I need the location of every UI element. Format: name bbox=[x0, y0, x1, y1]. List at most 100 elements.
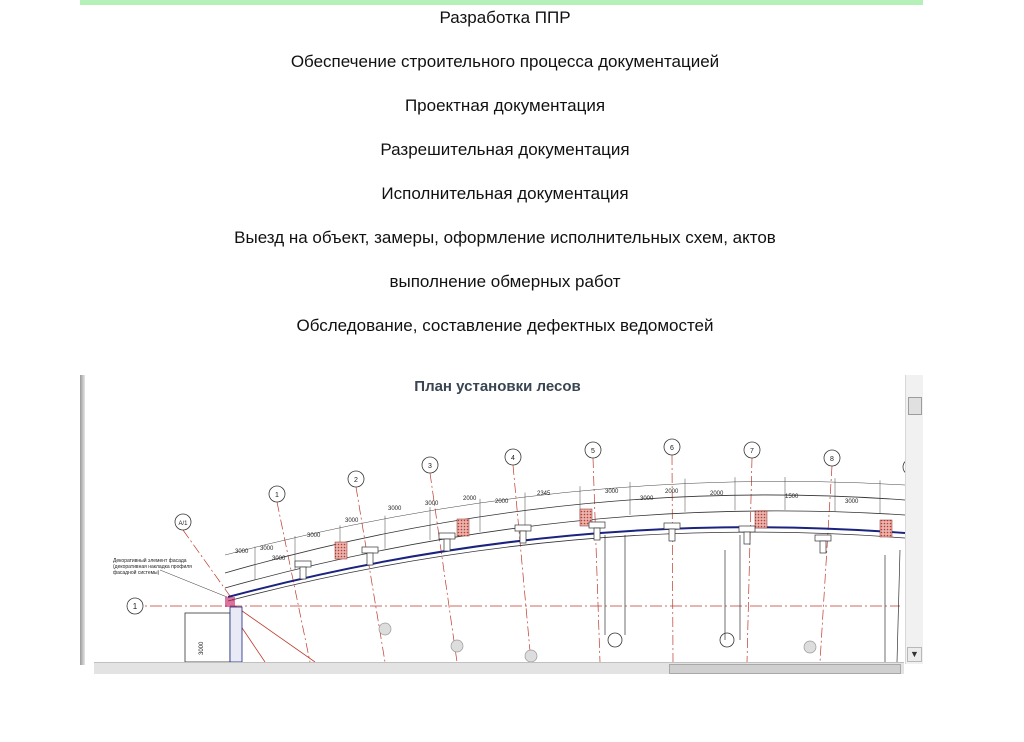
service-item[interactable]: Обеспечение строительного процесса докум… bbox=[290, 52, 720, 71]
axis-marker bbox=[504, 448, 522, 466]
anchor-stem bbox=[743, 531, 751, 545]
stair-block bbox=[184, 612, 231, 662]
column-circle bbox=[378, 622, 392, 636]
scaffold-outer-edge bbox=[224, 494, 905, 574]
service-item[interactable]: Исполнительная документация bbox=[381, 184, 629, 203]
axis-marker-partial bbox=[902, 461, 905, 473]
service-item[interactable]: выполнение обмерных работ bbox=[389, 272, 621, 291]
callout-text: (декоративная накладка профиля bbox=[113, 564, 192, 570]
facade-line bbox=[227, 526, 905, 598]
anchor-plate bbox=[738, 525, 756, 533]
axis-marker bbox=[347, 470, 365, 488]
radial-axis-line bbox=[512, 464, 532, 662]
scaffold-inner-edge bbox=[224, 510, 905, 589]
radial-axis-line bbox=[592, 457, 601, 662]
vertical-scroll-thumb[interactable] bbox=[908, 397, 922, 415]
dimension-label: 2000 bbox=[665, 489, 679, 495]
dimension-label: 2000 bbox=[463, 496, 477, 502]
horizontal-scrollbar[interactable] bbox=[94, 662, 904, 674]
callout-text: фасадной системы) bbox=[113, 569, 160, 576]
dimension-label: 3000 bbox=[640, 496, 654, 502]
column-circle bbox=[524, 649, 538, 662]
hatched-block bbox=[879, 519, 893, 538]
corner-element bbox=[225, 597, 235, 607]
axis-marker-label: 7 bbox=[750, 448, 754, 455]
anchor-plate bbox=[514, 524, 532, 532]
dimension-label: 3000 bbox=[345, 518, 359, 524]
hatched-block bbox=[334, 541, 348, 560]
anchor-plate bbox=[588, 521, 606, 529]
anchor-plate bbox=[294, 560, 312, 568]
axis-marker bbox=[268, 485, 286, 503]
column-circle bbox=[803, 640, 817, 654]
anchor-plate bbox=[663, 522, 681, 530]
anchor-stem bbox=[443, 538, 451, 552]
dimension-label: 3000 bbox=[235, 549, 249, 555]
radial-axis-line bbox=[819, 465, 833, 662]
callout-leader bbox=[159, 569, 228, 598]
dimension-label: 3000 bbox=[272, 556, 286, 562]
anchor-stem bbox=[668, 528, 676, 542]
anchor-plate bbox=[814, 534, 832, 542]
service-item[interactable]: Выезд на объект, замеры, оформление испо… bbox=[234, 228, 776, 247]
dimension-line bbox=[224, 481, 905, 556]
axis-marker-label: 3 bbox=[428, 463, 432, 470]
axis-marker-label: 2 bbox=[354, 477, 358, 484]
service-item[interactable]: Обследование, составление дефектных ведо… bbox=[296, 316, 714, 335]
top-accent-bar bbox=[80, 0, 923, 5]
radial-axis-line bbox=[746, 457, 753, 662]
radial-axis-line bbox=[355, 486, 386, 662]
anchor-stem bbox=[299, 566, 307, 580]
radial-axis-line bbox=[276, 501, 311, 662]
axis-marker bbox=[663, 438, 681, 456]
anchor-stem bbox=[366, 552, 374, 566]
dimension-label: 2000 bbox=[495, 499, 509, 505]
radial-axis-line bbox=[671, 454, 674, 662]
corner-diagonal bbox=[229, 605, 316, 662]
column-circle bbox=[450, 639, 464, 653]
anchor-plate bbox=[438, 532, 456, 540]
axis-marker bbox=[823, 449, 841, 467]
axis-marker bbox=[421, 456, 439, 474]
dimension-label: 1500 bbox=[785, 494, 799, 500]
axis-marker-label: 1 bbox=[275, 492, 279, 499]
scroll-down-icon[interactable]: ▼ bbox=[907, 647, 922, 662]
hatched-block bbox=[754, 510, 768, 529]
axis-marker bbox=[743, 441, 761, 459]
axis-marker-label: А/1 bbox=[178, 521, 188, 527]
dimension-label: 3000 bbox=[260, 546, 274, 552]
axis-marker bbox=[174, 513, 192, 531]
callout-text: Декоративный элемент фасада bbox=[113, 557, 187, 564]
duct-lines bbox=[724, 535, 741, 640]
anchor-plate bbox=[361, 546, 379, 554]
vertical-scrollbar[interactable]: ▼ bbox=[905, 375, 923, 664]
dimension-label: 3000 bbox=[388, 506, 402, 512]
row-axis-label: 1 bbox=[133, 602, 138, 611]
dimension-label: 3000 bbox=[307, 533, 321, 539]
service-item[interactable]: Разрешительная документация bbox=[380, 140, 630, 159]
dimension-label: 2345 bbox=[537, 491, 551, 497]
service-item[interactable]: Проектная документация bbox=[404, 96, 606, 115]
duct-lines bbox=[604, 535, 626, 635]
drawing-title: План установки лесов bbox=[414, 378, 581, 395]
row-axis-marker bbox=[126, 597, 144, 615]
radial-axis-line bbox=[182, 529, 236, 604]
dimension-label: 3000 bbox=[845, 499, 859, 505]
hatched-block bbox=[456, 518, 470, 537]
pipe-circle bbox=[719, 632, 735, 648]
wall-line bbox=[227, 531, 905, 602]
axis-marker-label: 6 bbox=[670, 445, 674, 452]
services-list: Разработка ППР Обеспечение строительного… bbox=[0, 8, 1010, 360]
stair-wall bbox=[229, 606, 243, 662]
service-item[interactable]: Разработка ППР bbox=[439, 8, 571, 27]
axis-marker bbox=[584, 441, 602, 459]
dimension-label: 2000 bbox=[710, 491, 724, 497]
dimension-label: 3000 bbox=[425, 501, 439, 507]
radial-axis-line bbox=[429, 472, 458, 662]
dimension-label: 3000 bbox=[605, 489, 619, 495]
horizontal-scroll-thumb[interactable] bbox=[669, 664, 901, 674]
axis-marker-label: 8 bbox=[830, 456, 834, 463]
